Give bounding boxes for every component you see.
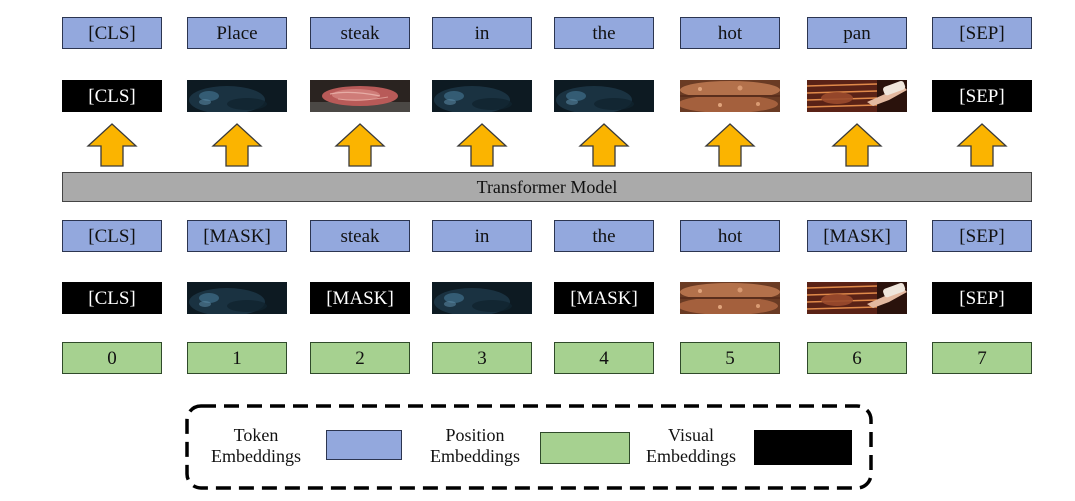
up-arrow-icon	[456, 123, 508, 167]
output-visual-3-dark-pan-image	[432, 80, 532, 112]
output-token-3-label: in	[474, 22, 490, 44]
input-visual-3-dark-pan-image	[432, 282, 532, 314]
up-arrow-icon	[211, 123, 263, 167]
input-visual-5-seared-steak-image	[680, 282, 780, 314]
output-token-4-label: the	[592, 22, 616, 44]
legend-visual-label: Visual Embeddings	[636, 425, 746, 466]
output-token-4: the	[554, 17, 654, 49]
output-token-5: hot	[680, 17, 780, 49]
legend-position-line1: Position	[445, 425, 505, 445]
output-visual-6-grill-hand-image	[807, 80, 907, 112]
input-token-5: hot	[680, 220, 780, 252]
position-embedding-3-label: 3	[477, 347, 487, 369]
output-visual-2-raw-steak-image	[310, 80, 410, 112]
up-arrow-icon	[956, 123, 1008, 167]
output-token-6: pan	[807, 17, 907, 49]
output-token-2: steak	[310, 17, 410, 49]
input-visual-4-label: [MASK]	[570, 287, 638, 309]
legend-visual-line2: Embeddings	[646, 445, 736, 466]
input-token-7-label: [SEP]	[959, 225, 1005, 247]
output-visual-4-dark-pan-image	[554, 80, 654, 112]
output-visual-0: [CLS]	[62, 80, 162, 112]
input-token-4: the	[554, 220, 654, 252]
position-embedding-0-label: 0	[107, 347, 117, 369]
input-visual-0: [CLS]	[62, 282, 162, 314]
position-embedding-1: 1	[187, 342, 287, 374]
up-arrow-icon	[704, 123, 756, 167]
output-token-7: [SEP]	[932, 17, 1032, 49]
output-visual-0-label: [CLS]	[88, 85, 136, 107]
input-token-1: [MASK]	[187, 220, 287, 252]
input-token-2: steak	[310, 220, 410, 252]
position-embedding-0: 0	[62, 342, 162, 374]
output-token-0: [CLS]	[62, 17, 162, 49]
position-embedding-6-label: 6	[852, 347, 862, 369]
legend-token-line2: Embeddings	[211, 445, 301, 466]
up-arrow-icon	[578, 123, 630, 167]
input-visual-7: [SEP]	[932, 282, 1032, 314]
input-visual-4: [MASK]	[554, 282, 654, 314]
output-token-1: Place	[187, 17, 287, 49]
input-visual-7-label: [SEP]	[959, 287, 1005, 309]
legend: Token Embeddings Position Embeddings Vis…	[184, 403, 874, 491]
legend-visual-swatch	[754, 430, 852, 465]
input-token-4-label: the	[592, 225, 616, 247]
position-embedding-7-label: 7	[977, 347, 987, 369]
legend-position-swatch	[540, 432, 630, 464]
input-token-3: in	[432, 220, 532, 252]
input-token-1-label: [MASK]	[203, 225, 271, 247]
legend-position-line2: Embeddings	[430, 445, 520, 466]
input-token-6: [MASK]	[807, 220, 907, 252]
position-embedding-4-label: 4	[599, 347, 609, 369]
legend-position-label: Position Embeddings	[420, 425, 530, 466]
up-arrow-icon	[831, 123, 883, 167]
input-visual-6-grill-hand-image	[807, 282, 907, 314]
output-visual-1-dark-pan-image	[187, 80, 287, 112]
transformer-model: Transformer Model	[62, 172, 1032, 202]
legend-token-swatch	[326, 430, 402, 460]
input-token-0-label: [CLS]	[88, 225, 136, 247]
position-embedding-4: 4	[554, 342, 654, 374]
transformer-label: Transformer Model	[476, 176, 618, 197]
input-token-6-label: [MASK]	[823, 225, 891, 247]
input-token-5-label: hot	[717, 225, 743, 247]
input-token-7: [SEP]	[932, 220, 1032, 252]
up-arrow-icon	[334, 123, 386, 167]
position-embedding-3: 3	[432, 342, 532, 374]
position-embedding-5-label: 5	[725, 347, 735, 369]
up-arrow-icon	[86, 123, 138, 167]
legend-token-label: Token Embeddings	[206, 425, 306, 466]
output-visual-7: [SEP]	[932, 80, 1032, 112]
output-token-0-label: [CLS]	[88, 22, 136, 44]
input-visual-2: [MASK]	[310, 282, 410, 314]
input-token-2-label: steak	[340, 225, 380, 247]
position-embedding-5: 5	[680, 342, 780, 374]
output-token-2-label: steak	[340, 22, 380, 44]
position-embedding-2-label: 2	[355, 347, 365, 369]
position-embedding-6: 6	[807, 342, 907, 374]
legend-border	[185, 404, 873, 490]
input-token-0: [CLS]	[62, 220, 162, 252]
output-visual-5-seared-steak-image	[680, 80, 780, 112]
input-token-3-label: in	[474, 225, 490, 247]
legend-visual-line1: Visual	[668, 425, 714, 445]
output-token-3: in	[432, 17, 532, 49]
output-token-5-label: hot	[717, 22, 743, 44]
input-visual-2-label: [MASK]	[326, 287, 394, 309]
position-embedding-2: 2	[310, 342, 410, 374]
input-visual-0-label: [CLS]	[88, 287, 136, 309]
position-embedding-7: 7	[932, 342, 1032, 374]
output-token-6-label: pan	[843, 22, 871, 44]
output-token-1-label: Place	[216, 22, 258, 44]
output-token-7-label: [SEP]	[959, 22, 1005, 44]
position-embedding-1-label: 1	[232, 347, 242, 369]
output-visual-7-label: [SEP]	[959, 85, 1005, 107]
legend-token-line1: Token	[233, 425, 279, 445]
input-visual-1-dark-pan-image	[187, 282, 287, 314]
